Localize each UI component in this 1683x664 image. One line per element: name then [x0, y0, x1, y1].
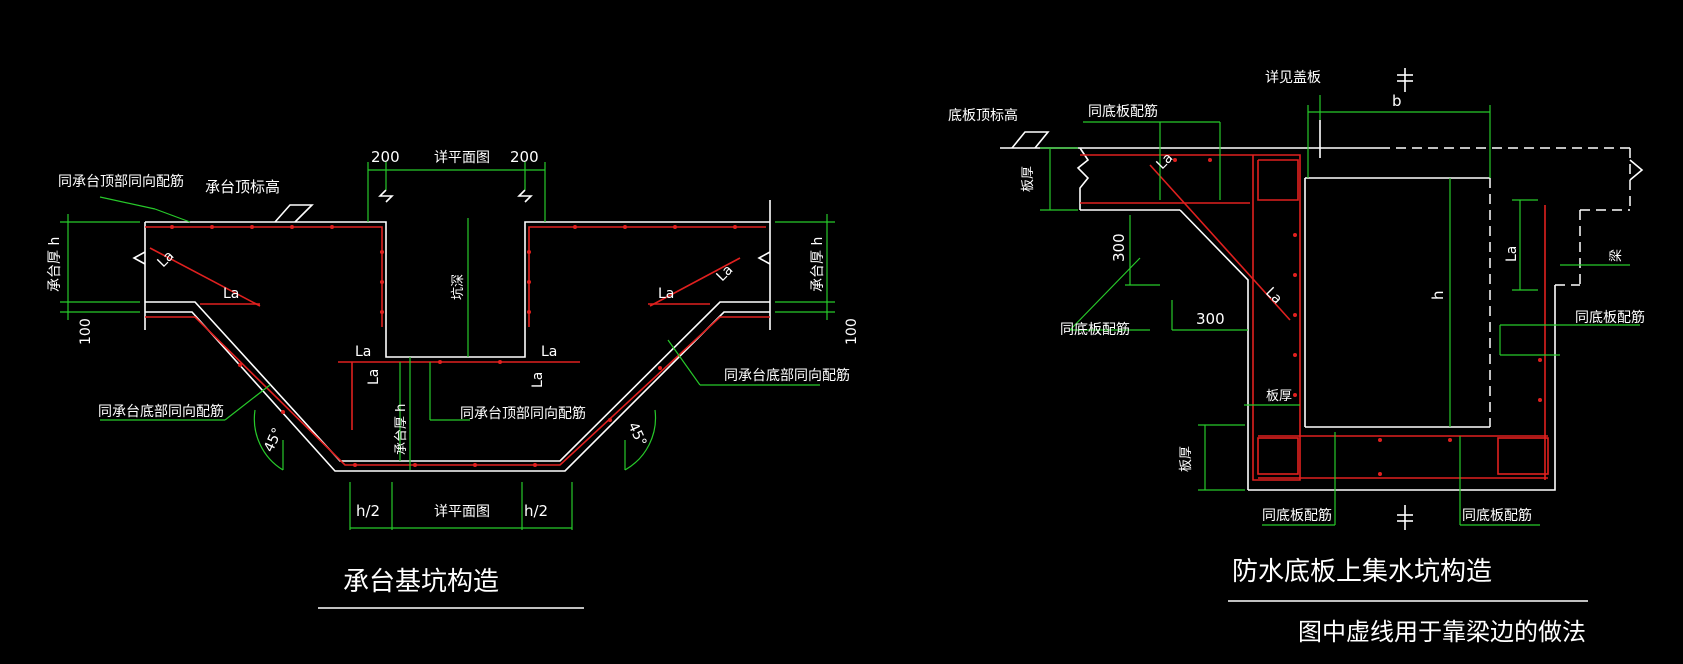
h2-left-label: h/2 [356, 502, 380, 520]
bottom-rebar-left-label: 同承台底部同向配筋 [98, 403, 224, 420]
left-drawing-title: 承台基坑构造 [343, 567, 499, 597]
left-dimensions [60, 162, 835, 530]
right-drawing-title: 防水底板上集水坑构造 [1232, 557, 1492, 587]
pile-cap-pit-detail: 同承台顶部同向配筋 承台顶标高 承台厚 h 100 承台厚 h 100 200 … [47, 148, 860, 609]
la-label-b: La [1262, 285, 1285, 308]
la-label-4: La [714, 262, 737, 285]
plan-bottom-label: 详平面图 [434, 504, 490, 520]
la-label-a: La [1154, 150, 1177, 173]
right-dimensions [1040, 95, 1640, 526]
dim-300-vertical: 300 [1110, 233, 1128, 262]
hundred-left-label: 100 [78, 318, 94, 345]
la-label-6: La [541, 344, 557, 360]
same-slab-bottom-left-label: 同底板配筋 [1262, 507, 1332, 524]
slab-thickness-mid-label: 板厚 [1266, 389, 1292, 404]
see-cover-label: 详见盖板 [1265, 70, 1321, 86]
right-rebar [1080, 154, 1549, 481]
slab-thickness-bottom-label: 板厚 [1179, 446, 1194, 472]
cap-thickness-left-label: 承台厚 h [47, 237, 63, 292]
same-slab-top-label: 同底板配筋 [1088, 103, 1158, 120]
cap-thickness-center-label: 承台厚 h [394, 404, 409, 455]
left-rebar-dots [170, 225, 737, 467]
bottom-elevation-label: 底板顶标高 [948, 107, 1018, 124]
right-rebar-dots [1173, 158, 1542, 476]
angle-right-label: 45° [624, 420, 649, 449]
sump-pit-detail: 详见盖板 底板顶标高 同底板配筋 板厚 b La La La 300 300 同… [948, 68, 1645, 646]
same-slab-left-label: 同底板配筋 [1060, 321, 1130, 338]
same-slab-right-label: 同底板配筋 [1575, 309, 1645, 326]
dim-200-left: 200 [371, 148, 400, 166]
h2-right-label: h/2 [524, 502, 548, 520]
dim-300-horizontal: 300 [1196, 310, 1225, 328]
beam-label: 梁 [1609, 249, 1624, 262]
cap-top-elevation-label: 承台顶标高 [205, 178, 280, 196]
dim-200-right: 200 [510, 148, 539, 166]
same-slab-bottom-right-label: 同底板配筋 [1462, 507, 1532, 524]
la-label-c: La [1504, 246, 1520, 262]
bottom-rebar-right-label: 同承台底部同向配筋 [724, 367, 850, 384]
pit-depth-label: 坑深 [451, 274, 466, 300]
left-rebar [145, 226, 770, 466]
cap-thickness-right-label: 承台厚 h [810, 237, 826, 292]
la-label-8: La [530, 372, 546, 388]
top-rebar-center-label: 同承台顶部同向配筋 [460, 405, 586, 422]
la-label-2: La [223, 286, 239, 302]
la-label-3: La [658, 286, 674, 302]
right-drawing-note: 图中虚线用于靠梁边的做法 [1298, 618, 1586, 646]
hundred-right-label: 100 [844, 318, 860, 345]
top-rebar-label: 同承台顶部同向配筋 [58, 173, 184, 190]
h-label: h [1429, 290, 1447, 300]
angle-left-label: 45° [261, 425, 286, 454]
slab-thickness-top-label: 板厚 [1021, 166, 1036, 192]
dimension-b-label: b [1392, 92, 1402, 110]
left-outline [132, 189, 771, 472]
la-label-5: La [355, 344, 371, 360]
la-label-7: La [366, 369, 382, 385]
plan-top-label: 详平面图 [434, 150, 490, 166]
